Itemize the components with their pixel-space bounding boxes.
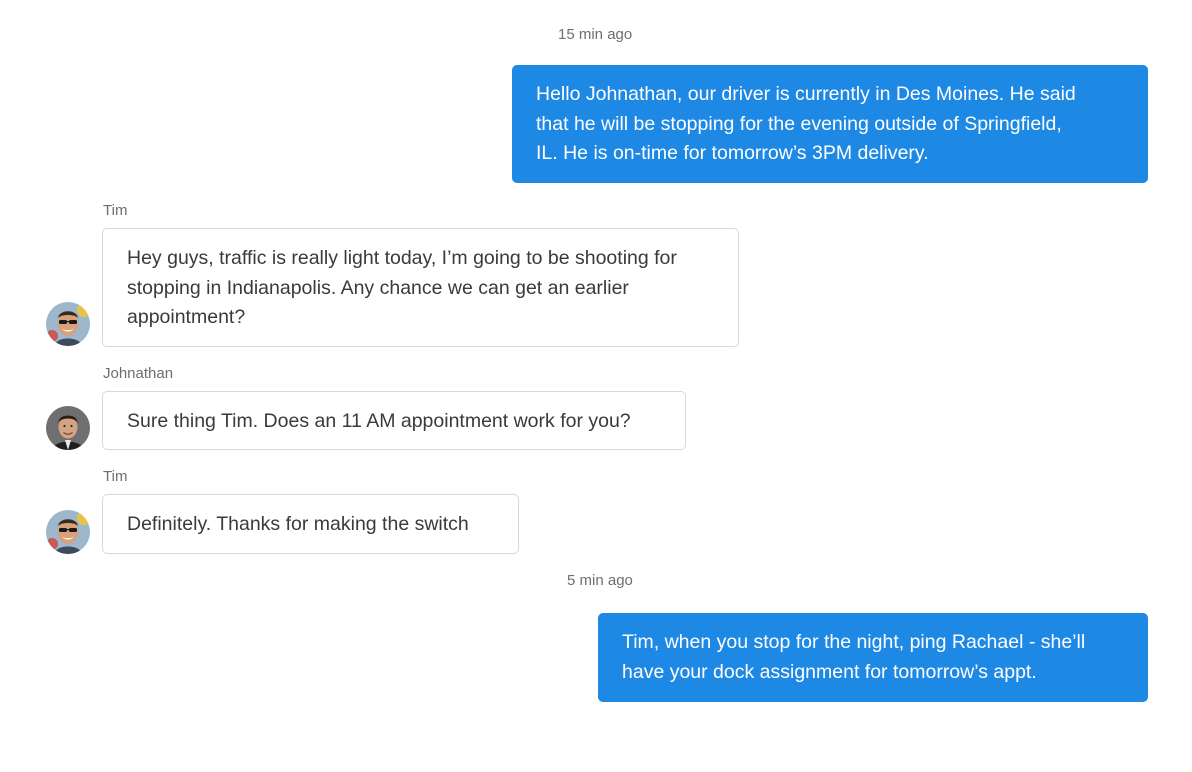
message-text: Sure thing Tim. Does an 11 AM appointmen… [127,410,631,432]
incoming-message[interactable]: Hey guys, traffic is really light today,… [102,228,739,347]
incoming-message[interactable]: Sure thing Tim. Does an 11 AM appointmen… [102,391,686,450]
sender-name: Tim [103,202,128,219]
message-text: Definitely. Thanks for making the switch [127,513,469,535]
message-text: that he will be stopping for the evening… [536,112,1062,135]
person-sunglasses-avatar-icon [46,302,90,346]
sender-name: Tim [103,468,128,485]
message-text: IL. He is on-time for tomorrow’s 3PM del… [536,142,929,164]
message-text: stopping in Indianapolis. Any chance we … [127,276,629,299]
incoming-message[interactable]: Definitely. Thanks for making the switch [102,494,519,554]
johnathan-avatar[interactable] [46,406,90,450]
message-text: Hello Johnathan, our driver is currently… [536,83,1076,105]
timestamp: 15 min ago [558,26,633,43]
person-suit-avatar-icon [46,406,90,450]
sender-name: Johnathan [103,365,174,382]
message-text: Hey guys, traffic is really light today,… [127,247,677,269]
message-text: have your dock assignment for tomorrow’s… [622,660,1037,683]
tim-avatar[interactable] [46,302,90,346]
timestamp: 5 min ago [567,572,633,589]
outgoing-message[interactable]: Tim, when you stop for the night, ping R… [598,613,1148,702]
tim-avatar[interactable] [46,510,90,554]
message-text: Tim, when you stop for the night, ping R… [622,631,1086,653]
outgoing-message[interactable]: Hello Johnathan, our driver is currently… [512,65,1148,183]
person-sunglasses-avatar-icon [46,510,90,554]
message-text: appointment? [127,306,246,328]
